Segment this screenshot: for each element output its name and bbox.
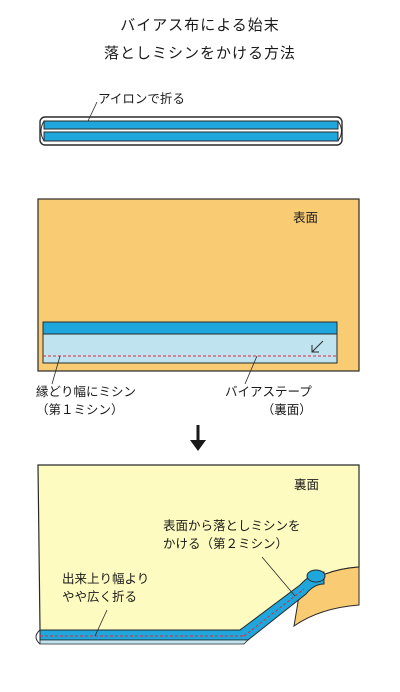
second-stitch-label: 表面から落としミシンを かける（第２ミシン） [163, 517, 301, 553]
first-stitch-label-line2: （第１ミシン） [36, 402, 124, 418]
leader-line [94, 609, 108, 637]
bias-tape-label-line1: バイアステープ [225, 384, 312, 399]
folded-bias-tape [39, 116, 343, 146]
leader-line [244, 355, 258, 385]
leader-line [51, 355, 61, 385]
iron-fold-label: アイロンで折る [98, 91, 185, 106]
leader-line [87, 101, 98, 122]
sewing-direction-arrow-icon [311, 340, 324, 353]
first-stitch-label: 縁どり幅にミシン （第１ミシン） [36, 383, 136, 419]
back-side-label: 裏面 [294, 477, 320, 492]
bias-tape-label-line2: （裏面） [261, 402, 312, 418]
second-stitch-line [243, 588, 305, 637]
bias-tape-label: バイアステープ （裏面） [225, 383, 312, 419]
bias-tape-attached [42, 321, 338, 364]
diagram-title-line1: バイアス布による始末 [120, 16, 280, 34]
second-stitch-label-line2: かける（第２ミシン） [163, 536, 289, 552]
fold-width-label: 出来上り幅より やや広く折る [62, 570, 149, 606]
face-side-label: 表面 [293, 210, 319, 225]
diagram-title-line2: 落としミシンをかける方法 [103, 44, 296, 62]
fold-width-label-line2: やや広く折る [62, 589, 138, 605]
second-stitch-label-line1: 表面から落としミシンを [163, 518, 301, 533]
bias-tape-folded-over [35, 569, 326, 645]
fold-width-label-line1: 出来上り幅より [62, 571, 150, 586]
first-stitch-label-line1: 縁どり幅にミシン [36, 384, 137, 399]
down-arrow-icon [190, 425, 206, 451]
leader-line [261, 556, 296, 597]
